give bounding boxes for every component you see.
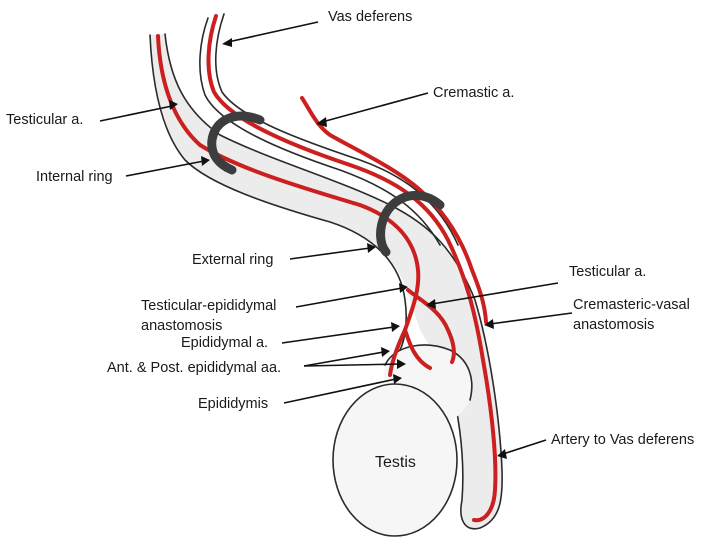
vas-deferens-leader [228, 22, 318, 42]
label-epididymal-a: Epididymal a. [181, 335, 268, 351]
testicular-epididymal-leader [296, 288, 402, 307]
label-testis: Testis [375, 454, 416, 471]
label-internal-ring: Internal ring [36, 169, 113, 185]
label-vas-deferens: Vas deferens [328, 9, 412, 25]
label-external-ring: External ring [192, 252, 273, 268]
testicular-artery-path [158, 36, 418, 330]
internal-ring-leader [126, 161, 204, 176]
label-cremastic-a: Cremastic a. [433, 85, 514, 101]
epididymal-leader [282, 327, 394, 343]
vas-deferens-arrowhead [222, 38, 232, 47]
label-cremasteric-vasal-line2: anastomosis [573, 317, 654, 333]
label-epididymis: Epididymis [198, 396, 268, 412]
epididymal-arrowhead [391, 322, 400, 332]
label-ant-post-epididymal: Ant. & Post. epididymal aa. [107, 360, 281, 376]
cremasteric-vasal-leader [490, 313, 572, 324]
label-testicular-epididymal-line1: Testicular-epididymal [141, 298, 276, 314]
label-cremasteric-vasal-line1: Cremasteric-vasal [573, 297, 690, 313]
artery-to-vas-leader [503, 440, 546, 454]
cremastic-leader [322, 93, 428, 122]
label-testicular-a-right: Testicular a. [569, 264, 646, 280]
label-artery-to-vas: Artery to Vas deferens [551, 432, 694, 448]
label-testicular-a-top: Testicular a. [6, 112, 83, 128]
label-testicular-epididymal-line2: anastomosis [141, 318, 222, 334]
external-ring-leader [290, 248, 370, 259]
ant-post-arrowhead-1 [381, 347, 390, 357]
